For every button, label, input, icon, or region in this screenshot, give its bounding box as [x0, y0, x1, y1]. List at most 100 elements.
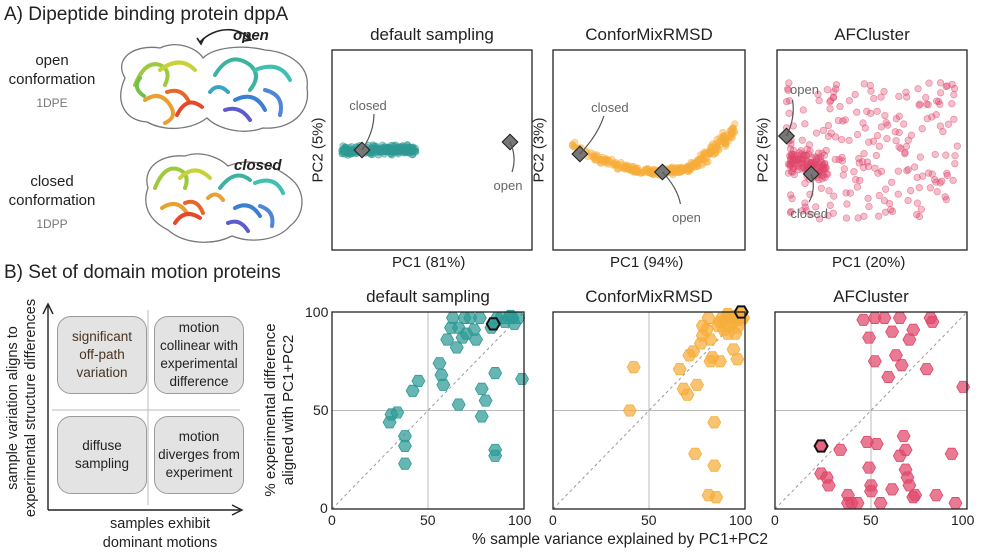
sample-point	[881, 111, 889, 120]
sample-point	[815, 97, 823, 105]
sample-point	[863, 158, 871, 166]
sample-point	[815, 215, 824, 223]
sample-point	[923, 115, 931, 123]
closed-pdb-id: 1DPP	[36, 217, 68, 231]
sample-point	[838, 136, 846, 144]
protein-point	[713, 355, 728, 368]
sample-point	[915, 184, 923, 192]
closed-callout-line	[579, 115, 605, 155]
sample-point	[798, 155, 806, 164]
sample-point	[727, 126, 735, 135]
protein-points	[622, 307, 751, 504]
sample-point	[882, 185, 890, 193]
sample-point	[867, 109, 875, 118]
sample-point	[914, 85, 922, 93]
sample-point	[853, 183, 862, 191]
sample-point	[818, 149, 826, 157]
sample-point	[382, 145, 390, 153]
sample-point	[638, 169, 646, 177]
sample-point	[801, 199, 809, 207]
protein-point	[730, 353, 745, 366]
sample-point	[400, 147, 408, 155]
align-afcluster-plot	[774, 311, 971, 510]
sample-point	[887, 206, 895, 214]
protein-point	[956, 380, 971, 393]
sample-point	[711, 144, 719, 152]
pca-conformix-xlabel: PC1 (94%)	[610, 254, 684, 271]
open-tag: open	[233, 27, 269, 44]
closed-conformation-label: closed conformation	[8, 173, 96, 209]
sample-point	[385, 146, 394, 155]
sample-point	[884, 121, 892, 129]
closed-tag: closed	[234, 157, 282, 174]
sample-point	[706, 149, 715, 157]
sample-point	[831, 155, 839, 164]
sample-point	[843, 200, 851, 208]
closed-callout-line	[361, 113, 375, 151]
sample-point	[932, 111, 940, 119]
sample-point	[950, 91, 958, 99]
sample-point	[901, 148, 909, 157]
sample-point	[853, 108, 861, 116]
sample-point	[787, 207, 795, 216]
sample-point	[826, 201, 834, 209]
sample-point	[861, 124, 869, 132]
sample-point	[812, 161, 820, 170]
sample-point	[799, 106, 807, 114]
pca-default-xlabel: PC1 (81%)	[392, 254, 466, 271]
sample-point	[877, 167, 886, 175]
sample-point	[915, 101, 923, 109]
quadrant-top-right: motion collinear with experimental diffe…	[154, 316, 244, 394]
sample-point	[866, 81, 875, 90]
sample-point	[787, 150, 795, 158]
protein-point	[390, 406, 405, 419]
sample-point	[393, 146, 401, 154]
sample-point	[840, 165, 848, 173]
sample-point	[826, 105, 834, 113]
sample-point	[408, 148, 417, 156]
protein-point	[881, 370, 896, 384]
xtick-100-p1: 100	[508, 512, 532, 528]
sample-point	[795, 149, 803, 157]
sample-point	[613, 160, 622, 168]
sample-point	[891, 128, 899, 136]
sample-point	[823, 86, 831, 94]
quadrant-axes	[42, 302, 244, 516]
sample-point	[900, 120, 908, 128]
sample-point	[590, 154, 598, 162]
sample-point	[722, 137, 730, 145]
sample-point	[601, 156, 610, 164]
protein-point	[709, 491, 724, 504]
sample-point	[731, 120, 739, 128]
sample-point	[870, 94, 878, 103]
sample-point	[937, 89, 945, 97]
sample-point	[936, 79, 945, 87]
protein-point	[488, 367, 503, 380]
sample-point	[950, 115, 958, 123]
protein-point	[892, 311, 907, 324]
sample-point	[830, 88, 838, 96]
align-default-title: default sampling	[366, 287, 490, 306]
sample-point	[371, 145, 379, 153]
sample-point	[888, 178, 896, 186]
sample-point	[913, 173, 921, 182]
sample-point	[668, 165, 676, 173]
sample-point	[812, 129, 821, 137]
sample-point	[842, 214, 851, 222]
sample-point	[805, 141, 814, 149]
sample-point	[875, 212, 883, 220]
sample-point	[713, 139, 721, 147]
pca-conformix-title: ConforMixRMSD	[585, 25, 713, 44]
sample-point	[903, 167, 911, 175]
protein-point	[862, 331, 877, 344]
protein-point	[432, 357, 447, 370]
sample-point	[640, 166, 649, 174]
plot-frame	[331, 311, 525, 510]
align-xlabel: % sample variance explained by PC1+PC2	[472, 531, 768, 548]
protein-point	[944, 447, 959, 460]
sample-point	[860, 150, 868, 158]
sample-point	[788, 195, 796, 203]
sample-point	[907, 187, 915, 195]
sample-point	[944, 120, 953, 128]
